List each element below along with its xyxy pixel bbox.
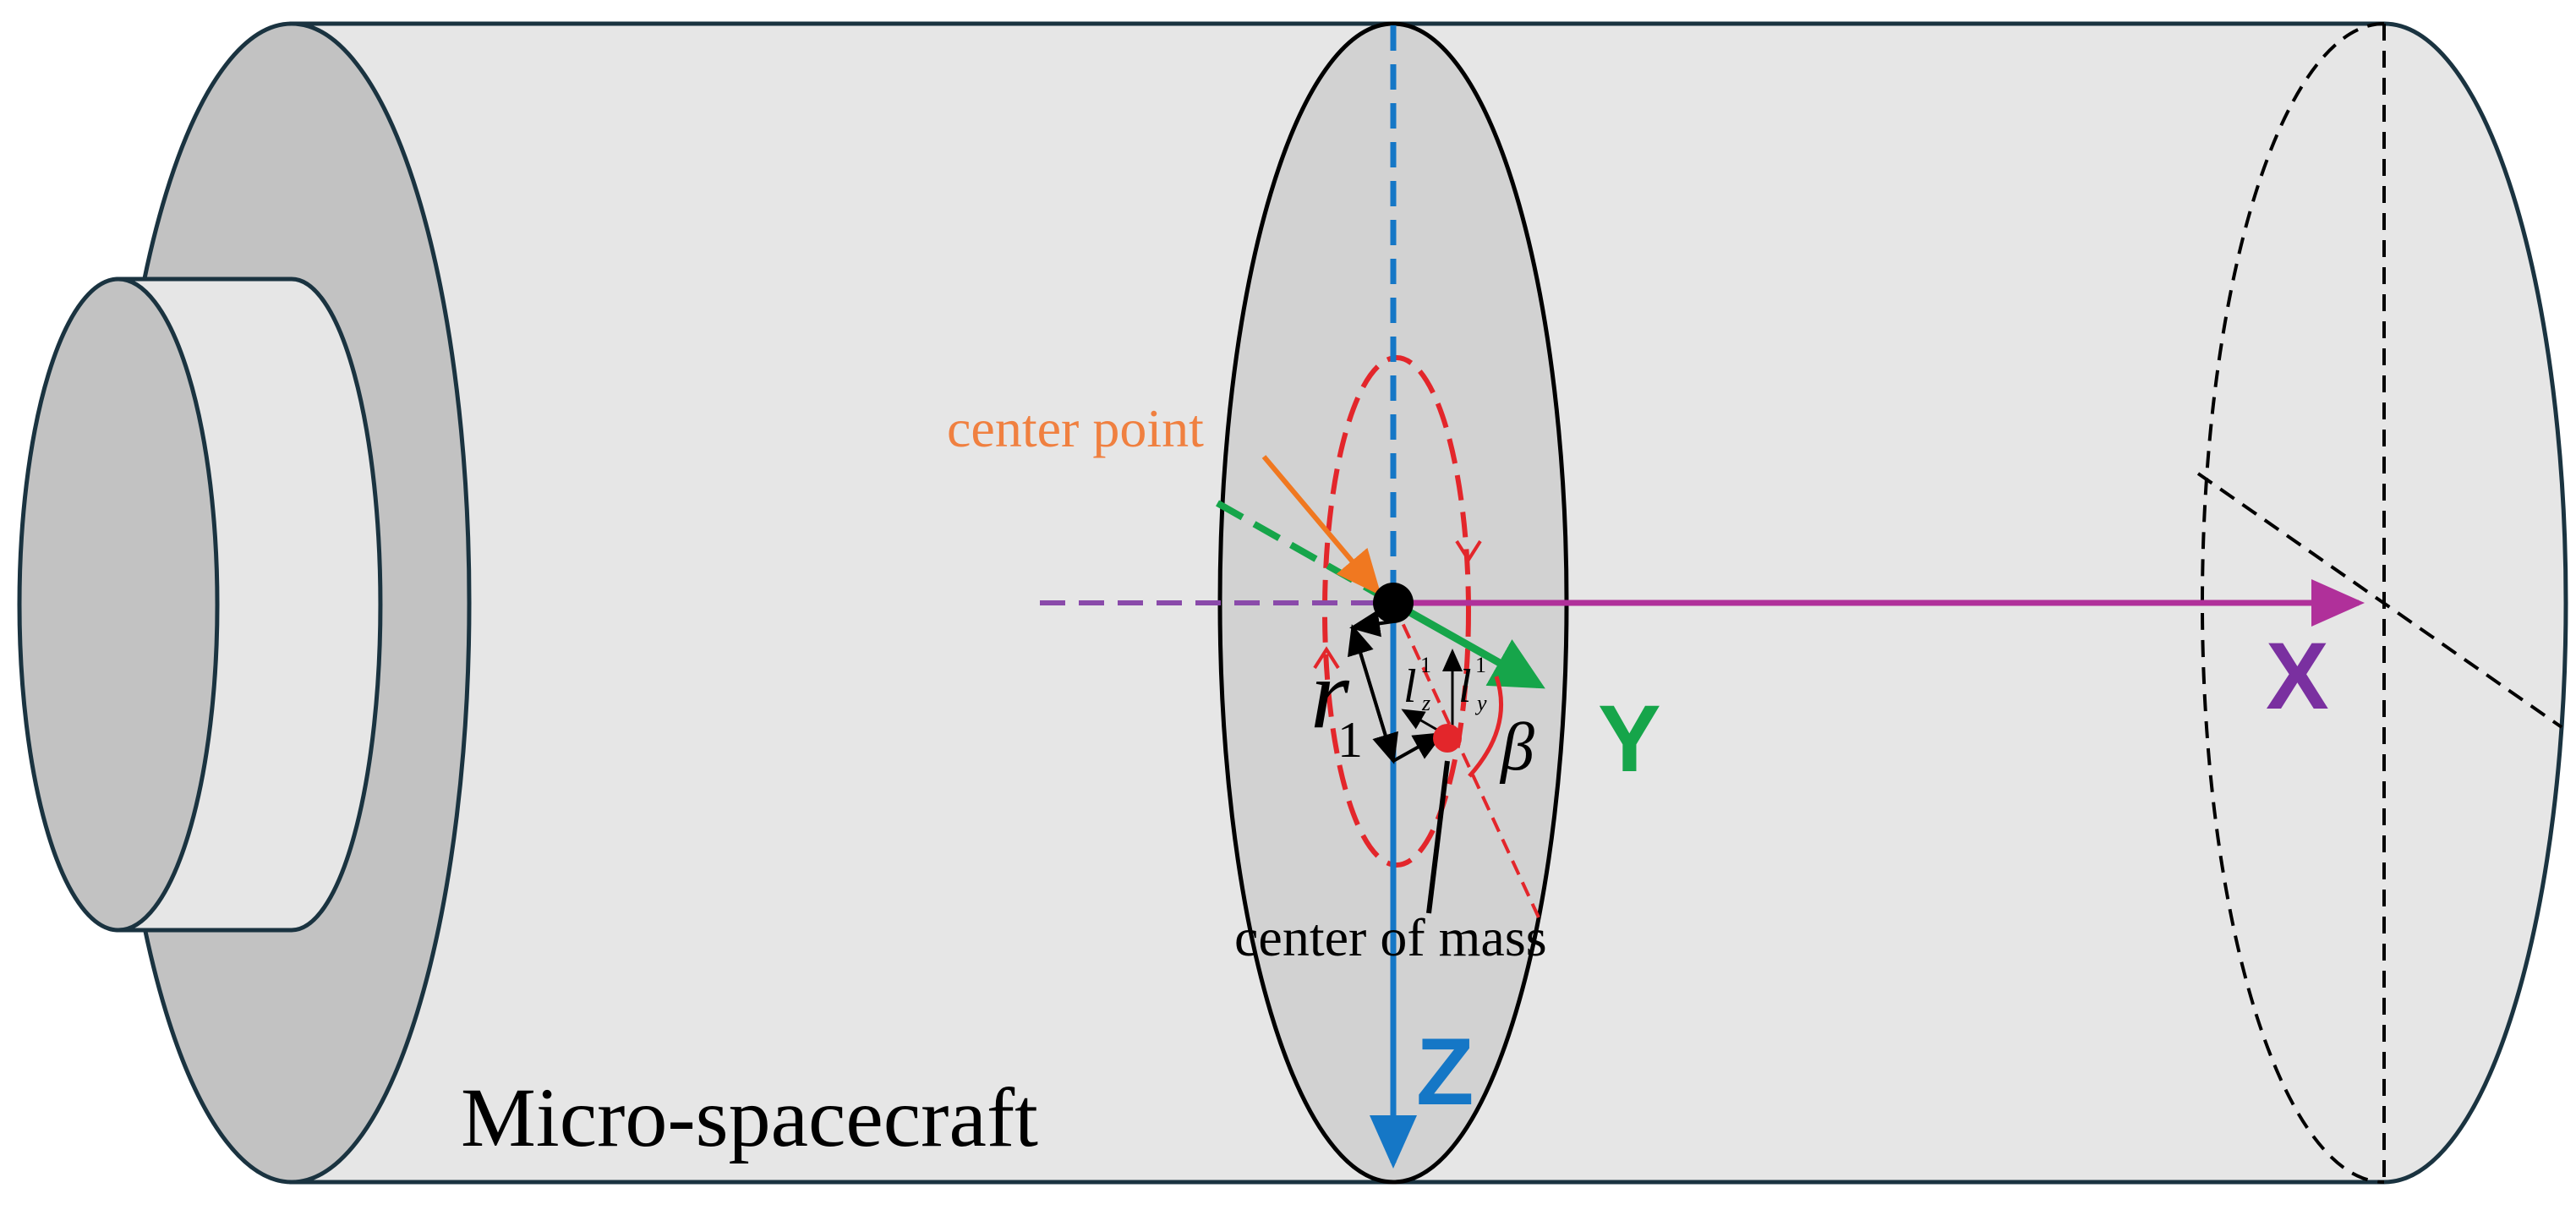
ly-superscript: 1 <box>1475 653 1486 677</box>
nozzle-cylinder <box>17 276 383 933</box>
mass-offset-line <box>1392 602 1540 918</box>
mass-center-orbit <box>1313 355 1482 868</box>
y-axis-label: Y <box>1598 686 1661 791</box>
center-of-mass-label: center of mass <box>1234 907 1547 967</box>
x-axis-label: X <box>2266 623 2329 729</box>
beta-angle-arc <box>1468 676 1503 778</box>
spacecraft-label: Micro-spacecraft <box>461 1070 1038 1164</box>
ly-subscript: y <box>1474 691 1487 715</box>
lz-symbol: l <box>1403 660 1417 713</box>
center-of-mass-dot <box>1433 724 1462 753</box>
center-point-pointer <box>1261 455 1381 596</box>
lz-superscript: 1 <box>1420 653 1431 677</box>
ly-symbol: l <box>1458 660 1472 713</box>
r1-symbol: r <box>1310 638 1350 749</box>
beta-label: β <box>1499 710 1534 785</box>
r1-subscript: 1 <box>1337 712 1363 768</box>
center-point-dot <box>1373 583 1414 623</box>
lz-subscript: z <box>1421 691 1430 715</box>
center-point-label: center point <box>947 398 1204 458</box>
z-axis-label: Z <box>1416 1019 1474 1125</box>
y-axis <box>1216 500 1545 689</box>
center-of-mass-pointer <box>1426 760 1450 914</box>
